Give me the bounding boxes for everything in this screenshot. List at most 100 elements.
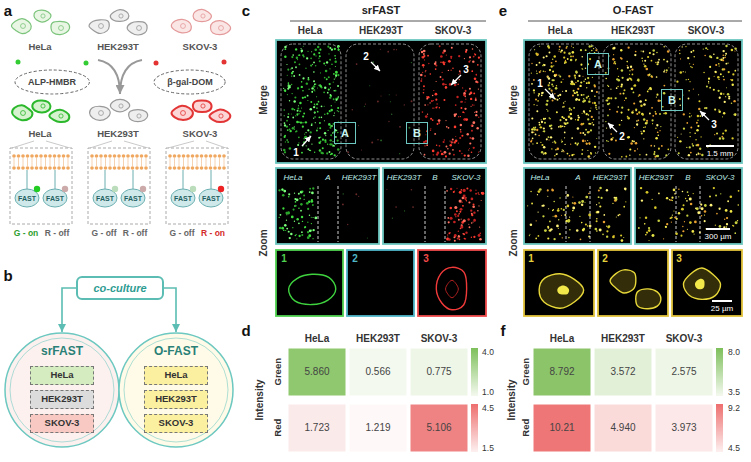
- fluorescence-dot: [456, 96, 458, 98]
- fluorescence-dot: [286, 139, 288, 141]
- fluorescence-dot: [472, 104, 474, 106]
- fluorescence-dot: [639, 217, 640, 218]
- dashed-ellipse: [15, 70, 89, 94]
- fluorescence-dot: [559, 98, 560, 99]
- fluorescence-dot: [636, 123, 638, 125]
- fluorescence-dot: [648, 227, 650, 229]
- fluorescence-dot: [546, 55, 548, 57]
- fluorescence-dot: [441, 153, 443, 155]
- fluorescence-dot: [591, 90, 593, 92]
- fluorescence-dot: [586, 113, 588, 115]
- fluorescence-dot: [287, 141, 289, 143]
- lipid-head: [191, 166, 195, 170]
- fluorescence-dot: [585, 79, 586, 80]
- fluorescence-dot: [640, 105, 642, 107]
- fluorescence-dot: [473, 147, 475, 149]
- fluorescence-dot: [546, 100, 548, 102]
- fluorescence-dot: [565, 101, 566, 102]
- lipid-tail: [41, 158, 42, 166]
- fluorescence-dot: [295, 115, 296, 116]
- fluorescence-dot: [279, 227, 281, 229]
- fluorescence-dot: [445, 120, 446, 121]
- fluorescence-dot: [433, 154, 434, 155]
- fluorescence-dot: [475, 80, 477, 82]
- fluorescence-dot: [588, 100, 590, 102]
- fluorescence-dot: [724, 57, 726, 59]
- column-header: HEK293T: [356, 334, 400, 344]
- process-arrow: [120, 60, 142, 94]
- callout-number: 2: [602, 254, 608, 264]
- fluorescence-dot: [470, 98, 472, 100]
- fluorescence-dot: [536, 105, 537, 106]
- fluorescence-dot: [621, 77, 623, 79]
- zoom-region-box: A: [587, 53, 609, 75]
- fluorescence-dot: [706, 86, 708, 88]
- fluorescence-dot: [586, 82, 588, 84]
- fluorescence-dot: [738, 190, 740, 192]
- zoom-frame: [88, 148, 150, 224]
- inner-ring: [124, 338, 228, 442]
- pointer-arrow: [608, 123, 617, 132]
- fluorescence-dot: [440, 55, 443, 58]
- fluorescence-field: [278, 187, 317, 239]
- fluorescence-dot: [464, 154, 466, 156]
- fluorescence-dot: [423, 50, 426, 53]
- fluorescence-dot: [471, 213, 473, 215]
- fluorescence-dot: [442, 52, 444, 54]
- lipid-head: [113, 166, 117, 170]
- fluorescence-dot: [569, 216, 570, 217]
- micrograph: [418, 250, 486, 316]
- fluorescence-dot: [709, 66, 711, 68]
- fluorescence-dot: [321, 105, 323, 107]
- fluorescence-dot: [464, 108, 466, 110]
- fluorescence-dot: [715, 195, 717, 197]
- fluorescence-dot: [710, 204, 713, 207]
- fluorescence-dot: [693, 64, 694, 65]
- fluorescence-dot: [704, 214, 705, 215]
- fluorescence-dot: [300, 48, 301, 49]
- heatmap-cell: [655, 404, 713, 452]
- fluorescence-dot: [307, 148, 309, 150]
- fluorescence-dot: [579, 85, 581, 87]
- fluorescence-dot: [563, 151, 564, 152]
- fluorescence-dot: [734, 50, 735, 51]
- heatmap-cell: [349, 348, 407, 396]
- fluorescence-dot: [701, 215, 703, 217]
- fluorescence-dot: [380, 95, 381, 96]
- fluorescence-dot: [436, 123, 438, 125]
- fluorescence-dot: [433, 107, 434, 108]
- lipid-tail: [54, 158, 55, 166]
- fluorescence-dot: [473, 203, 475, 205]
- fluorescence-dot: [725, 45, 727, 47]
- fluorescence-dot: [537, 100, 539, 102]
- fluorescence-dot: [324, 106, 325, 107]
- fluorescence-dot: [335, 77, 336, 78]
- fluorescence-dot: [652, 49, 654, 51]
- fluorescence-dot: [533, 128, 536, 131]
- fluorescence-dot: [553, 55, 555, 57]
- fluorescence-dot: [589, 156, 591, 158]
- cell-outline: [209, 109, 230, 122]
- cell-line-box: HeLa: [144, 366, 208, 385]
- lipid-tail: [59, 158, 60, 166]
- region-divider: [700, 186, 701, 242]
- heatmap-value: 4.940: [610, 423, 635, 433]
- lipid-head: [104, 166, 108, 170]
- fluorescence-dot: [481, 192, 484, 195]
- fluorescence-dot: [371, 142, 373, 144]
- fluorescence-dot: [650, 75, 652, 77]
- fluorescence-dot: [666, 197, 668, 199]
- fluorescence-dot: [652, 115, 654, 117]
- fluorescence-dot: [474, 54, 476, 56]
- fluorescence-dot: [544, 152, 546, 154]
- fluorescence-dot: [652, 123, 653, 124]
- heatmap-cell: [533, 404, 591, 452]
- cell-nucleus: [21, 111, 26, 116]
- fluorescence-dot: [544, 146, 545, 147]
- fluorescence-dot: [426, 98, 428, 100]
- connector: [164, 288, 176, 332]
- fluorescence-dot: [575, 98, 577, 100]
- heatmap-value: 1.723: [304, 423, 329, 433]
- fluorescence-dot: [470, 209, 472, 211]
- lipid-head: [168, 154, 172, 158]
